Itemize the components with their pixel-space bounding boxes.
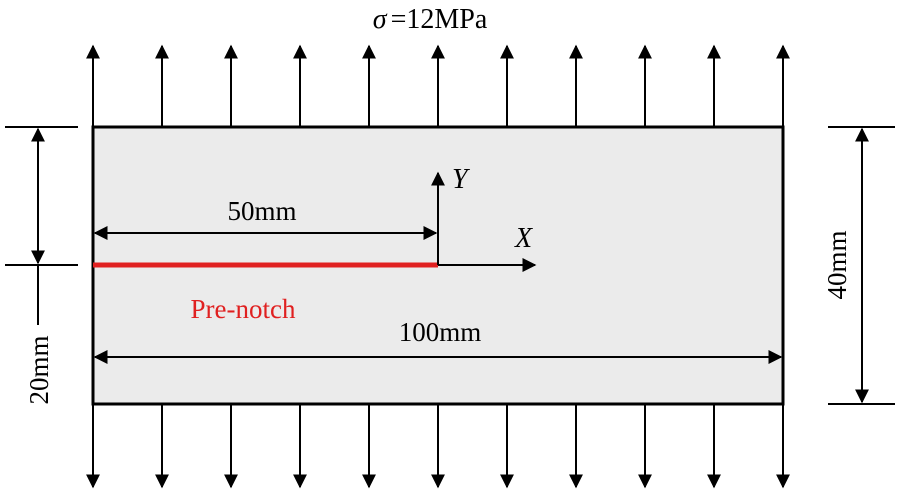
bottom-load-arrows bbox=[86, 404, 790, 489]
offset-dimension: 20mm bbox=[5, 126, 78, 405]
coordinate-axes: X Y bbox=[431, 164, 537, 272]
crack-length-dimension: 50mm bbox=[93, 196, 438, 240]
height-dimension: 40mm bbox=[822, 126, 895, 405]
width-label: 100mm bbox=[399, 317, 482, 347]
stress-label: σ=12MPa bbox=[373, 4, 488, 35]
offset-label: 20mm bbox=[24, 335, 54, 404]
stress-value: =12MPa bbox=[391, 4, 488, 35]
top-load-arrows bbox=[86, 44, 790, 127]
pre-notch-label: Pre-notch bbox=[191, 294, 296, 324]
y-axis-label: Y bbox=[452, 164, 471, 195]
crack-length-label: 50mm bbox=[227, 196, 296, 226]
x-axis-label: X bbox=[514, 223, 533, 254]
stress-symbol: σ bbox=[373, 4, 388, 35]
height-label: 40mm bbox=[822, 230, 852, 299]
width-dimension: 100mm bbox=[93, 317, 783, 364]
